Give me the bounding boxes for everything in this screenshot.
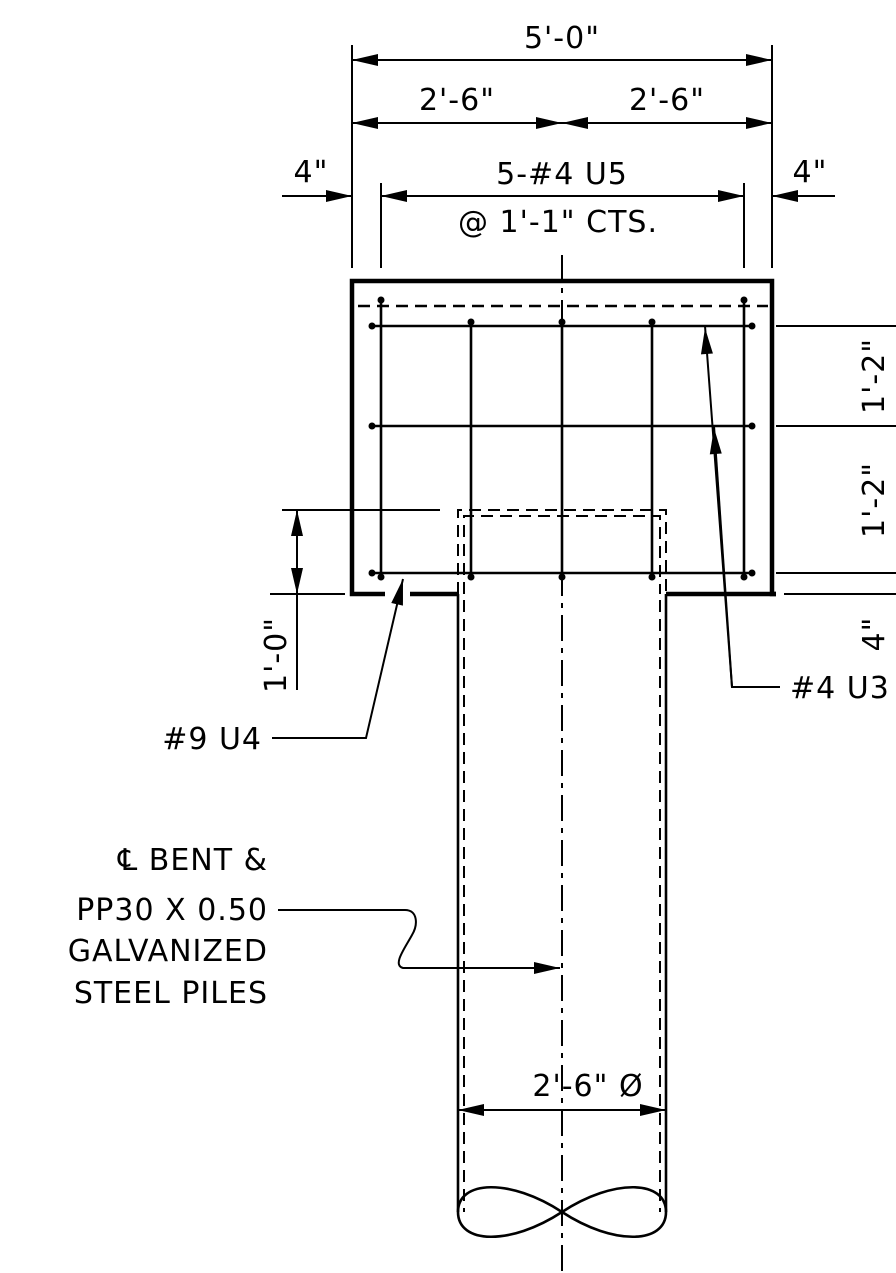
vert-middle-label: 1'-2" [857,462,892,538]
u4-label: #9 U4 [162,722,262,757]
dimension-half-widths: 2'-6" 2'-6" [352,83,772,129]
pile-diameter-label: 2'-6" Ø [532,1069,643,1104]
pile-note-line-4: STEEL PILES [74,976,268,1011]
vert-bottom-label: 4" [857,617,892,652]
callout-u4: #9 U4 [162,577,409,757]
pile-embed-label: 1'-0" [259,617,294,693]
half-left-label: 2'-6" [419,83,495,118]
pile-note-line-2: PP30 X 0.50 [76,893,268,928]
steel-pile [456,594,668,1238]
extension-lines [270,45,896,595]
stirrup-count-label: 5-#4 U5 [496,157,628,192]
dimension-stirrup-spacing: 4" 4" 5-#4 U5 @ 1'-1" CTS. [282,155,835,240]
dimension-vertical-right: 1'-2" 1'-2" 4" [857,338,892,651]
callout-u3: #4 U3 [699,325,890,706]
dimension-overall-width: 5'-0" [352,21,772,66]
rebar-dots [368,296,756,581]
reinforcement [368,296,756,581]
pile-note-line-1: ℄ BENT & [117,843,268,878]
overall-width-label: 5'-0" [524,21,600,56]
dimension-pile-diameter: 2'-6" Ø [458,1069,666,1116]
dimension-pile-embed: 1'-0" [259,510,303,693]
stirrup-spacing-label: @ 1'-1" CTS. [458,205,658,240]
cover-right-label: 4" [793,155,828,190]
bent-cap [349,278,776,597]
pile-note-line-3: GALVANIZED [68,934,268,969]
callout-pile-note: ℄ BENT & PP30 X 0.50 GALVANIZED STEEL PI… [68,843,560,1011]
pile-break-symbol [456,1186,668,1238]
half-right-label: 2'-6" [629,83,705,118]
cover-left-label: 4" [294,155,329,190]
u3-label: #4 U3 [790,671,890,706]
vert-upper-label: 1'-2" [857,338,892,414]
